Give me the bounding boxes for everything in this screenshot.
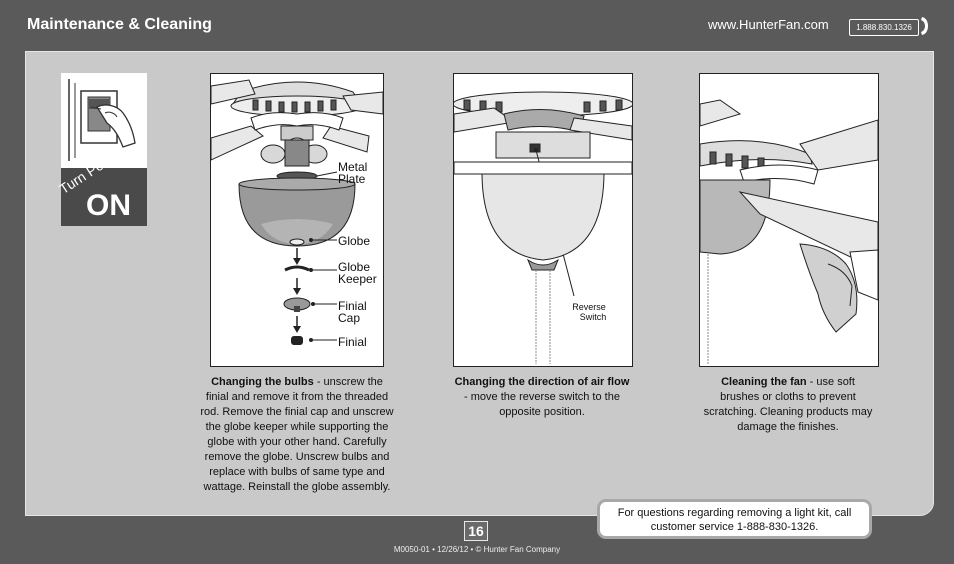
header-title: Maintenance & Cleaning (27, 16, 212, 34)
phone-icon (919, 16, 929, 36)
finial-label: Finial (338, 336, 367, 348)
power-on-label: ON (86, 189, 131, 223)
globe-keeper-label-2: Keeper (338, 273, 377, 285)
reverse-switch-label-1: Reverse (564, 302, 614, 312)
air-flow-title: Changing the direction of air flow (455, 376, 630, 388)
changing-bulbs-caption: Changing the bulbs - unscrew the finial … (200, 375, 394, 495)
changing-bulbs-text: - unscrew the finial and remove it from … (200, 376, 393, 493)
customer-service-callout: For questions regarding removing a light… (597, 499, 872, 539)
finial-cap-label-2: Cap (338, 312, 360, 324)
cleaning-fan-illustration (699, 73, 879, 367)
changing-bulbs-title: Changing the bulbs (211, 376, 314, 388)
footer-text: M0050-01 • 12/26/12 • © Hunter Fan Compa… (380, 545, 574, 554)
fan-cleaning-icon (700, 74, 878, 366)
phone-number-box: 1.888.830.1326 (849, 19, 919, 36)
cleaning-title: Cleaning the fan (721, 376, 807, 388)
air-flow-text: - move the reverse switch to the opposit… (464, 391, 620, 418)
reverse-switch-illustration: Reverse Switch (453, 73, 633, 367)
reverse-switch-label-2: Switch (568, 312, 618, 322)
website-link[interactable]: www.HunterFan.com (708, 17, 829, 32)
changing-bulbs-illustration: Metal Plate Globe Globe Keeper Finial Ca… (210, 73, 384, 367)
metal-plate-label-2: Plate (338, 173, 365, 185)
page-number: 16 (464, 521, 488, 541)
air-flow-caption: Changing the direction of air flow - mov… (452, 375, 632, 420)
turn-power-on-box: Turn Power ON (61, 73, 147, 226)
globe-label: Globe (338, 235, 370, 247)
cleaning-caption: Cleaning the fan - use soft brushes or c… (700, 375, 876, 435)
fan-reverse-switch-icon (454, 74, 632, 366)
